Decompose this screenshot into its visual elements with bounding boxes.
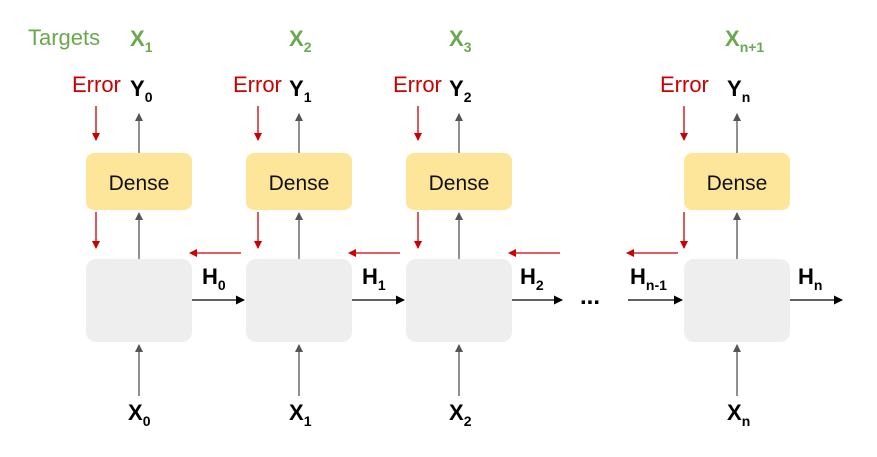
hidden-main: H [630,264,646,289]
error-label-3: Error [660,72,709,97]
output-main: Y [289,76,304,101]
input-sub: n [742,413,751,429]
input-main: X [727,400,742,425]
column-3: Xn+1 Error Yn Dense Xn [660,26,790,429]
output-label-3: Yn [727,76,750,105]
dense-layer-2 [406,153,512,210]
hidden-sub: n-1 [646,277,667,293]
dense-label-0: Dense [109,172,170,195]
dense-layer-1 [246,153,352,210]
output-main: Y [130,76,145,101]
input-main: X [449,400,464,425]
hidden-sub: n [814,277,823,293]
error-label-2: Error [393,72,442,97]
input-label-0: X0 [128,400,151,429]
output-label-1: Y1 [289,76,312,105]
target-label-1: X2 [289,26,312,55]
output-sub: 2 [464,89,472,105]
input-main: X [128,400,143,425]
input-main: X [289,400,304,425]
target-sub: n+1 [740,39,765,55]
hidden-sub: 1 [378,277,386,293]
target-sub: 3 [464,39,472,55]
hidden-sub: 2 [536,277,544,293]
hidden-main: H [520,264,536,289]
hidden-main: H [798,264,814,289]
hidden-label-1: H1 [362,264,386,293]
hidden-main: H [362,264,378,289]
rnn-cell-2 [406,259,512,342]
input-label-3: Xn [727,400,750,429]
target-label-0: X1 [130,26,153,55]
output-label-2: Y2 [449,76,472,105]
ellipsis: ... [580,283,600,310]
input-label-2: X2 [449,400,472,429]
output-sub: 1 [304,89,312,105]
hidden-label-3: Hn [798,264,822,293]
column-0: X1 Error Y0 Dense X0 [72,26,192,429]
hidden-label-prev: Hn-1 [630,264,667,293]
targets-label: Targets [28,25,100,50]
error-label-0: Error [72,72,121,97]
hidden-sub: 0 [218,277,226,293]
input-sub: 0 [143,413,151,429]
hidden-main: H [202,264,218,289]
output-sub: n [742,89,751,105]
rnn-cell-0 [86,259,192,342]
target-label-3: Xn+1 [725,26,764,55]
output-main: Y [449,76,464,101]
error-label-1: Error [233,72,282,97]
output-main: Y [727,76,742,101]
target-sub: 1 [145,39,153,55]
target-label-2: X3 [449,26,472,55]
output-sub: 0 [145,89,153,105]
input-label-1: X1 [289,400,312,429]
output-label-0: Y0 [130,76,153,105]
column-2: X3 Error Y2 Dense X2 [393,26,512,429]
input-sub: 2 [464,413,472,429]
target-main: X [725,26,740,51]
input-sub: 1 [304,413,312,429]
target-main: X [289,26,304,51]
dense-layer-0 [86,153,192,210]
target-sub: 2 [304,39,312,55]
column-1: X2 Error Y1 Dense X1 [233,26,352,429]
target-main: X [449,26,464,51]
dense-label-1: Dense [269,172,330,195]
dense-label-3: Dense [707,172,768,195]
dense-label-2: Dense [429,172,490,195]
rnn-cell-1 [246,259,352,342]
target-main: X [130,26,145,51]
dense-layer-3 [684,153,790,210]
rnn-cell-3 [684,259,790,342]
hidden-label-2: H2 [520,264,544,293]
hidden-label-0: H0 [202,264,226,293]
